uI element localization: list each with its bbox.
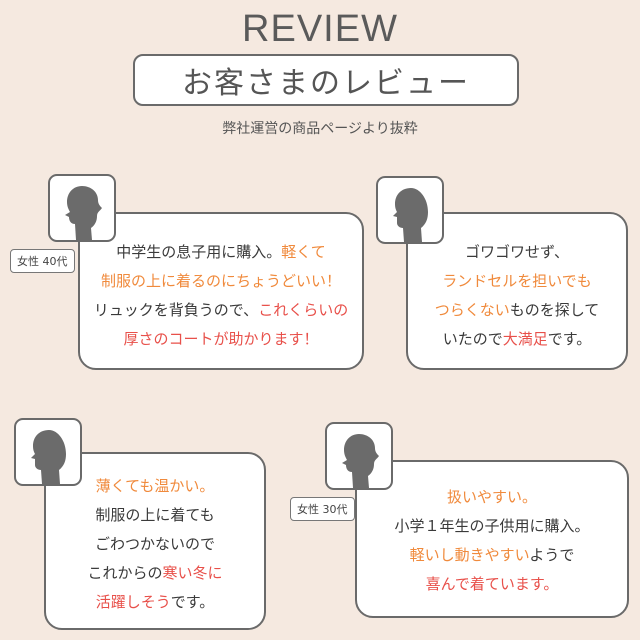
highlighted-text: これくらいの	[258, 301, 349, 319]
highlighted-text: 喜んで着ています。	[425, 575, 559, 593]
review-text-segment: これからの	[87, 563, 163, 582]
review-text-segment: ごわつかないので	[94, 534, 215, 553]
reviewer-tag: 女性 30代	[290, 497, 355, 521]
review-line: ランドセルを担いでも	[435, 267, 600, 296]
male-silhouette-icon	[14, 418, 82, 486]
review-text-segment: ゴワゴワせず、	[465, 243, 569, 261]
highlighted-text: 活躍しそう	[95, 592, 171, 611]
review-card-1: 中学生の息子用に購入。軽くて制服の上に着るのにちょうどいい！ リュックを背負うので…	[78, 212, 364, 370]
highlighted-text: 軽いし動きやすい	[409, 546, 530, 564]
page-title: お客さまのレビュー	[133, 54, 519, 106]
review-line: 中学生の息子用に購入。軽くて	[94, 238, 348, 267]
review-text-segment: 制服の上に着ても	[95, 505, 215, 524]
review-line: いたので大満足です。	[435, 325, 600, 354]
male-silhouette-icon	[376, 176, 444, 244]
page-subtitle: 弊社運営の商品ページより抜粋	[222, 121, 418, 137]
highlighted-text: 薄くても温かい。	[95, 476, 215, 495]
review-line: 喜んで着ています。	[394, 570, 589, 599]
review-line: 活躍しそうです。	[87, 588, 222, 617]
review-text-segment: です。	[170, 592, 215, 611]
review-text: 薄くても温かい。制服の上に着てもごわつかないのでこれからの寒い冬に活躍しそうです…	[87, 472, 222, 617]
highlighted-text: つらくない	[434, 301, 510, 319]
review-line: 制服の上に着るのにちょうどいい！	[94, 267, 348, 296]
review-line: これからの寒い冬に	[87, 559, 222, 588]
review-line: ゴワゴワせず、	[435, 238, 600, 267]
review-text-segment: 小学１年生の子供用に購入。	[394, 517, 590, 535]
reviewer-tag: 女性 40代	[10, 249, 75, 273]
review-line: 薄くても温かい。	[87, 472, 222, 501]
review-line: 厚さのコートが助かります！	[94, 325, 348, 354]
review-text-segment: 中学生の息子用に購入。	[116, 243, 282, 261]
review-text: 扱いやすい。小学１年生の子供用に購入。軽いし動きやすいようで喜んで着ています。	[394, 483, 589, 599]
highlighted-text: 大満足	[502, 330, 548, 348]
highlighted-text: 軽くて	[281, 243, 326, 261]
review-text-segment: ようで	[529, 546, 575, 564]
review-line: 軽いし動きやすいようで	[394, 541, 589, 570]
review-text-segment: ものを探して	[509, 301, 600, 319]
review-line: ごわつかないので	[87, 530, 222, 559]
review-line: リュックを背負うので、これくらいの	[94, 296, 348, 325]
review-line: 扱いやすい。	[394, 483, 589, 512]
review-card-4: 扱いやすい。小学１年生の子供用に購入。軽いし動きやすいようで喜んで着ています。	[355, 460, 629, 618]
review-text-segment: リュックを背負うので、	[93, 301, 259, 319]
review-line: つらくないものを探して	[435, 296, 600, 325]
highlighted-text: 寒い冬に	[162, 563, 223, 582]
review-card-3: 薄くても温かい。制服の上に着てもごわつかないのでこれからの寒い冬に活躍しそうです…	[44, 452, 266, 630]
review-text: 中学生の息子用に購入。軽くて制服の上に着るのにちょうどいい！ リュックを背負うので…	[94, 238, 348, 354]
female-silhouette-icon	[325, 422, 393, 490]
highlighted-text: 制服の上に着るのにちょうどいい！	[100, 272, 341, 290]
highlighted-text: 厚さのコートが助かります！	[123, 330, 319, 348]
review-line: 制服の上に着ても	[87, 501, 222, 530]
review-text-segment: です。	[547, 330, 592, 348]
highlighted-text: 扱いやすい。	[446, 488, 537, 506]
review-text: ゴワゴワせず、ランドセルを担いでもつらくないものを探していたので大満足です。	[435, 238, 600, 354]
female-silhouette-icon	[48, 174, 116, 242]
review-card-2: ゴワゴワせず、ランドセルを担いでもつらくないものを探していたので大満足です。	[406, 212, 628, 370]
review-text-segment: いたので	[442, 330, 503, 348]
review-line: 小学１年生の子供用に購入。	[394, 512, 589, 541]
highlighted-text: ランドセルを担いでも	[442, 272, 592, 290]
review-heading: REVIEW	[242, 8, 398, 50]
